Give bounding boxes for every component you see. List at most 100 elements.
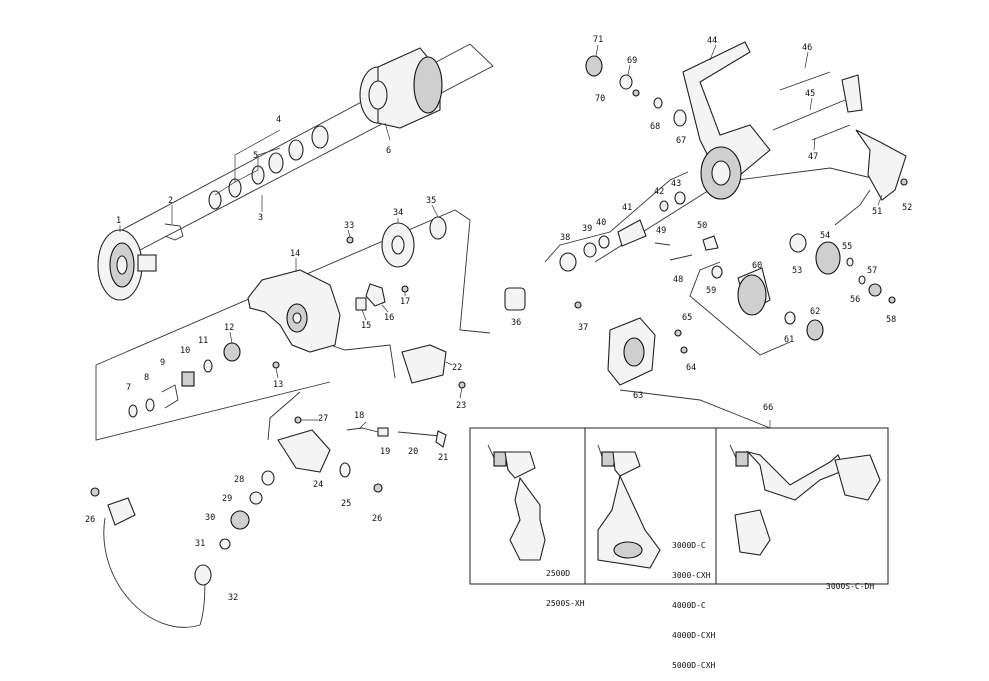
- callout-63: 63: [633, 391, 643, 401]
- part-6-spool: [359, 47, 443, 129]
- callout-52: 52: [902, 203, 912, 213]
- callout-69: 69: [627, 56, 637, 66]
- part-22-23-cover: [401, 344, 466, 389]
- callout-26b: 26: [372, 514, 382, 524]
- model-code: 5000D-CXH: [672, 661, 716, 670]
- handle-variant-right-label: 3000S-C-DH: [826, 562, 874, 602]
- model-code: 3000S-C-DH: [826, 582, 875, 591]
- part-36-43-pinion: [504, 191, 686, 311]
- callout-65: 65: [682, 313, 692, 323]
- callout-numbers: 1 2 3 4 5 6 7 8 9 10 11 12 13 14 15 16 1…: [85, 35, 912, 603]
- callout-33: 33: [344, 221, 354, 231]
- model-code: 3000D-C: [672, 541, 706, 550]
- callout-41: 41: [622, 203, 632, 213]
- callout-32: 32: [228, 593, 238, 603]
- callout-68: 68: [650, 122, 660, 132]
- callout-40: 40: [596, 218, 606, 228]
- part-1-spool-front: [97, 229, 157, 301]
- part-7-13-shaft-parts: [128, 342, 280, 418]
- callout-54: 54: [820, 231, 830, 241]
- callout-42: 42: [654, 187, 664, 197]
- part-45-47-rotor-pins: [772, 71, 863, 141]
- part-33-34-35-gear-plate: [346, 216, 447, 268]
- callout-2: 2: [168, 196, 173, 206]
- part-28-31-line-roller: [219, 470, 275, 550]
- callout-29: 29: [222, 494, 232, 504]
- callout-18: 18: [354, 411, 364, 421]
- part-63-65-side-cover: [607, 317, 688, 386]
- part-48-50-gear-pins: [654, 235, 719, 261]
- callout-49: 49: [656, 226, 666, 236]
- callout-70: 70: [595, 94, 605, 104]
- part-26-32-bail-wire: [90, 487, 212, 628]
- callout-30: 30: [205, 513, 215, 523]
- callout-17: 17: [400, 297, 410, 307]
- callout-3: 3: [258, 213, 263, 223]
- callout-36: 36: [511, 318, 521, 328]
- handle-variant-3000: [597, 444, 661, 569]
- callout-39: 39: [582, 224, 592, 234]
- callout-13: 13: [273, 380, 283, 390]
- callout-26a: 26: [85, 515, 95, 525]
- part-59-62-main-gear: [711, 265, 824, 341]
- callout-16: 16: [384, 313, 394, 323]
- callout-31: 31: [195, 539, 205, 549]
- leader-lines: [119, 44, 883, 429]
- model-code: 2500S-XH: [546, 599, 585, 608]
- callout-19: 19: [380, 447, 390, 457]
- callout-62: 62: [810, 307, 820, 317]
- callout-15: 15: [361, 321, 371, 331]
- callout-21: 21: [438, 453, 448, 463]
- callout-14: 14: [290, 249, 300, 259]
- part-15-16-17-bail-trip: [355, 283, 409, 311]
- callout-46: 46: [802, 43, 812, 53]
- callout-23: 23: [456, 401, 466, 411]
- callout-59: 59: [706, 286, 716, 296]
- callout-24: 24: [313, 480, 323, 490]
- callout-20: 20: [408, 447, 418, 457]
- handle-variants-box: [469, 427, 889, 585]
- callout-55: 55: [842, 242, 852, 252]
- callout-71: 71: [593, 35, 603, 45]
- callout-37: 37: [578, 323, 588, 333]
- part-53-58-drive-gear: [789, 233, 896, 304]
- callout-60: 60: [752, 261, 762, 271]
- rotor-group-outline: [544, 167, 881, 356]
- callout-7: 7: [126, 383, 131, 393]
- part-44-rotor: [682, 41, 771, 200]
- callout-51: 51: [872, 207, 882, 217]
- callout-8: 8: [144, 373, 149, 383]
- handle-leader: [619, 389, 771, 429]
- callout-48: 48: [673, 275, 683, 285]
- callout-22: 22: [452, 363, 462, 373]
- callout-10: 10: [180, 346, 190, 356]
- part-4-5-washers: [268, 125, 329, 174]
- part-51-52-rotor-cover: [855, 129, 908, 201]
- model-code: 2500D: [546, 569, 571, 578]
- callout-28: 28: [234, 475, 244, 485]
- callout-66: 66: [763, 403, 773, 413]
- model-code: 4000D-CXH: [672, 631, 716, 640]
- callout-50: 50: [697, 221, 707, 231]
- callout-25: 25: [341, 499, 351, 509]
- part-14-body: [247, 269, 341, 353]
- callout-9: 9: [160, 358, 165, 368]
- callout-56: 56: [850, 295, 860, 305]
- part-67-71-bail-roller: [585, 55, 687, 127]
- callout-27: 27: [318, 414, 328, 424]
- callout-57: 57: [867, 266, 877, 276]
- callout-6: 6: [386, 146, 391, 156]
- callout-43: 43: [671, 179, 681, 189]
- callout-45: 45: [805, 89, 815, 99]
- callout-58: 58: [886, 315, 896, 325]
- handle-variant-left-label: 2500D 2500S-XH: [546, 549, 585, 619]
- callout-53: 53: [792, 266, 802, 276]
- spool-group-outline: [117, 43, 494, 251]
- model-code: 3000-CXH: [672, 571, 711, 580]
- part-2-clip: [164, 223, 184, 241]
- callout-35: 35: [426, 196, 436, 206]
- part-24-27-bail-arm: [277, 416, 383, 493]
- callout-67: 67: [676, 136, 686, 146]
- callout-5: 5: [253, 151, 258, 161]
